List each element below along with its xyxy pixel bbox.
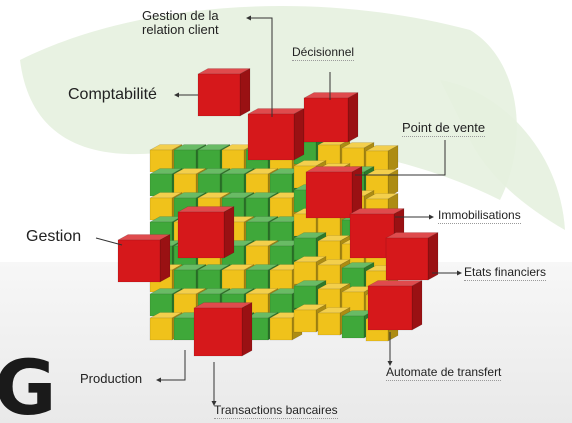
connector-arrowhead xyxy=(246,15,251,21)
body-cube-77-front xyxy=(317,312,341,336)
red-cube-icon-8-side xyxy=(411,279,423,331)
red-cube-icon-0-side xyxy=(239,67,251,117)
label-automate-de-transfert: Automate de transfert xyxy=(386,365,502,382)
red-cube-icon-7-front xyxy=(385,237,429,281)
red-cube-icon-6-side xyxy=(159,233,171,283)
connector-production xyxy=(160,350,186,381)
red-cube-icon-4-side xyxy=(223,205,235,259)
connector-arrowhead xyxy=(429,214,434,220)
red-cube-icon-2-side xyxy=(347,91,359,143)
connector-gestion xyxy=(95,237,123,246)
body-cube-78-front xyxy=(341,315,365,339)
red-cube-icon-0-front xyxy=(197,73,241,117)
partial-logo-glyph: G xyxy=(0,343,56,423)
leaf-icon xyxy=(440,80,565,230)
label-production: Production xyxy=(80,371,143,386)
red-cube-icon-4-front xyxy=(177,211,225,259)
red-cube-icon-2-front xyxy=(303,97,349,143)
connector-arrowhead xyxy=(156,377,161,383)
connector-point-de-vente xyxy=(355,140,446,176)
connector-arrowhead xyxy=(387,361,393,366)
label-gestion-relation-client-line1: Gestion de la xyxy=(142,8,219,23)
label-gestion-relation-client-line2: relation client xyxy=(142,22,219,38)
connector-relation-client xyxy=(250,17,273,117)
red-cube-icon-9-side xyxy=(241,301,253,357)
red-cube-icon-3-front xyxy=(305,171,353,219)
connector-arrowhead xyxy=(457,270,462,276)
connector-arrowhead xyxy=(174,92,179,98)
connector-lines xyxy=(95,15,462,406)
red-cube-icon-9-front xyxy=(193,307,243,357)
cube-cluster-icon xyxy=(117,67,439,357)
body-cube-76-front xyxy=(293,309,317,333)
label-point-de-vente: Point de vente xyxy=(402,120,486,138)
red-cube-icon-1-side xyxy=(293,107,305,161)
body-cube-47-front xyxy=(269,317,293,341)
label-comptabilite: Comptabilité xyxy=(68,86,157,103)
label-gestion: Gestion xyxy=(26,228,82,245)
label-decisionnel: Décisionnel xyxy=(292,45,355,62)
red-cube-icon-6-front xyxy=(117,239,161,283)
body-cube-42-front xyxy=(149,317,173,341)
red-cube-icon-8-front xyxy=(367,285,413,331)
label-etats-financiers: Etats financiers xyxy=(464,265,547,282)
label-transactions-bancaires: Transactions bancaires xyxy=(214,403,338,420)
red-cube-icon-1-front xyxy=(247,113,295,161)
body-cube-43-front xyxy=(173,317,197,341)
label-gestion-relation-client: Gestion de la relation client xyxy=(142,8,219,38)
connector-arrowhead xyxy=(211,401,217,406)
label-immobilisations: Immobilisations xyxy=(438,208,521,225)
